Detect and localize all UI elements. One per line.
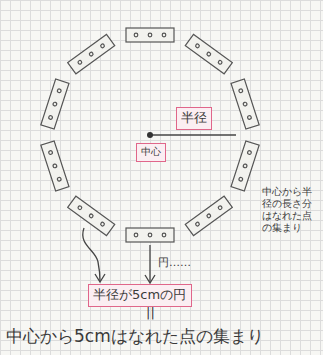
circle-definition-box: 半径が5cmの円 [88, 284, 192, 307]
center-label-box: 中心 [136, 143, 166, 162]
node-text: 半径が5cmの円 [93, 286, 187, 304]
node-text: 中心 [141, 145, 161, 159]
definition-text: 中心から5cmはなれた点の集まり [6, 326, 264, 347]
node-text: 半径 [181, 109, 207, 127]
radius-label-box: 半径 [176, 107, 212, 130]
definition-note: 中心から半径の長さ分はなれた点の集まり [262, 186, 320, 234]
equals-mark: || [146, 305, 155, 321]
arrow-note: 円…… [158, 256, 191, 270]
